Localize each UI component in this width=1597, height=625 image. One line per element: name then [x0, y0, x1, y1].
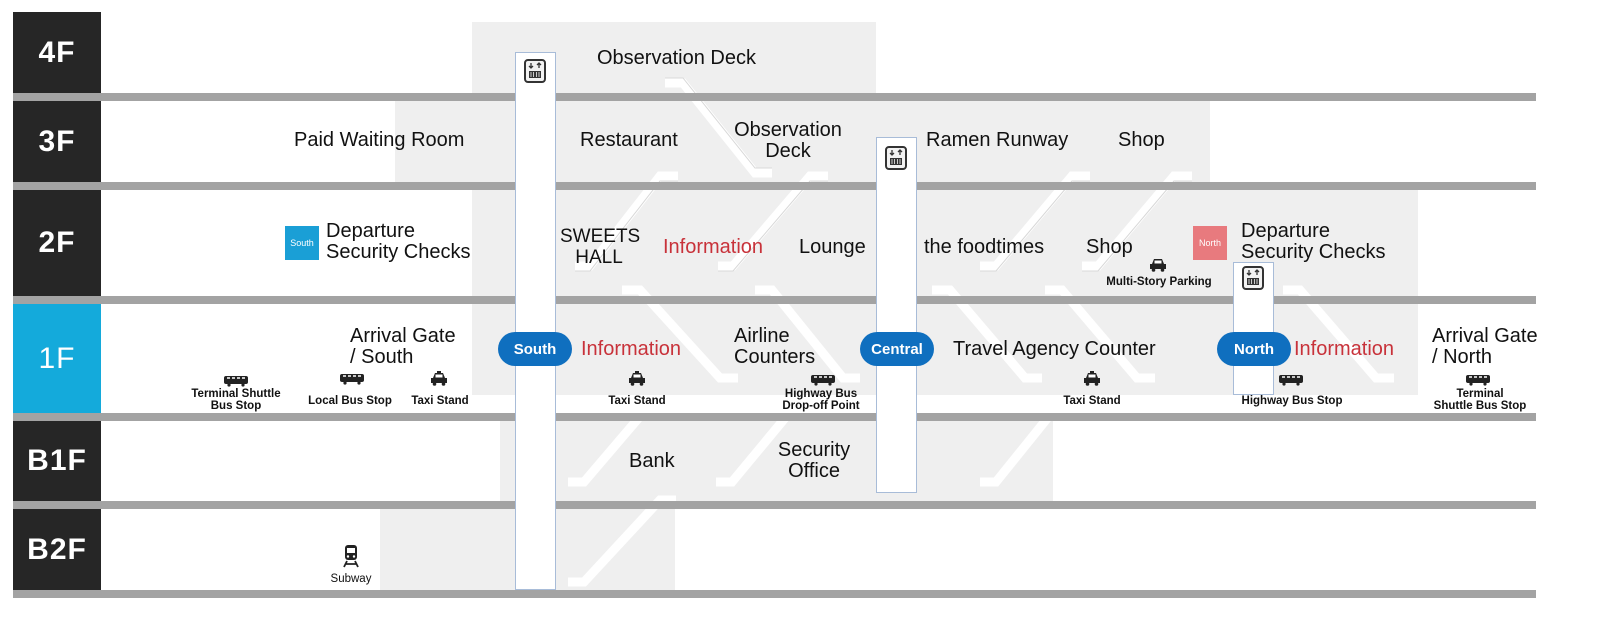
floor-label-b2f[interactable]: B2F: [13, 509, 101, 590]
elevator-shaft-central: [876, 137, 917, 493]
terminal-shuttle-north-line1: Terminal: [1456, 388, 1504, 400]
floor-label-3f[interactable]: 3F: [13, 101, 101, 182]
bus-icon: [1279, 375, 1303, 386]
elevator-icon[interactable]: [524, 59, 546, 83]
south-security-line2: Security Checks: [326, 241, 471, 263]
terminal-shuttle-bus-stop-south[interactable]: Terminal Shuttle Bus Stop: [180, 388, 292, 412]
terminal-shuttle-south-line2: Bus Stop: [210, 400, 262, 412]
highway-bus-stop[interactable]: Highway Bus Stop: [1241, 395, 1343, 407]
bus-icon: [811, 375, 835, 386]
paid-waiting-room[interactable]: Paid Waiting Room: [294, 129, 465, 151]
escalator-2f-1f-c: [932, 285, 1042, 383]
bus-icon: [340, 374, 364, 385]
north-departure-security[interactable]: Departure Security Checks: [1241, 221, 1386, 263]
arrival-south-line2: / South: [350, 346, 414, 368]
floor-label-b1f[interactable]: B1F: [13, 421, 101, 501]
observation-deck-3f-line2: Deck: [765, 140, 811, 162]
escalator-4f-3f: [665, 78, 772, 178]
terminal-shuttle-north-line2: Shuttle Bus Stop: [1433, 400, 1527, 412]
taxi-icon: [629, 371, 645, 386]
observation-deck-3f[interactable]: Observation Deck: [718, 120, 858, 162]
arrival-north-line1: Arrival Gate: [1432, 325, 1538, 347]
escalator-1f-b1f-a: [568, 395, 670, 487]
north-badge: North: [1193, 226, 1227, 260]
taxi-icon: [431, 371, 447, 386]
information-2f[interactable]: Information: [663, 236, 764, 258]
north-security-line2: Security Checks: [1241, 241, 1386, 263]
security-office-line2: Office: [788, 460, 840, 482]
escalator-1f-b1f-c: [980, 395, 1078, 487]
floor-separator: [13, 182, 1536, 190]
car-icon: [1150, 259, 1166, 272]
airline-line2: Counters: [734, 346, 816, 368]
subway[interactable]: Subway: [330, 573, 372, 585]
taxi-stand-central[interactable]: Taxi Stand: [1063, 395, 1121, 407]
floor-label-2f[interactable]: 2F: [13, 190, 101, 296]
security-office[interactable]: Security Office: [764, 440, 864, 482]
lounge[interactable]: Lounge: [799, 236, 866, 258]
ramen-runway[interactable]: Ramen Runway: [926, 129, 1069, 151]
highway-bus-dropoff[interactable]: Highway Bus Drop-off Point: [770, 388, 872, 412]
floor-separator: [13, 590, 1536, 598]
airline-line1: Airline: [734, 325, 790, 347]
information-north[interactable]: Information: [1294, 338, 1395, 360]
observation-deck-4f[interactable]: Observation Deck: [597, 47, 756, 69]
restaurant[interactable]: Restaurant: [580, 129, 678, 151]
travel-agency-counter[interactable]: Travel Agency Counter: [953, 338, 1156, 360]
escalator-3f-2f-d: [1082, 171, 1192, 271]
bank[interactable]: Bank: [629, 450, 675, 472]
north-security-line1: Departure: [1241, 220, 1330, 242]
subway-train-icon: [343, 545, 359, 568]
terminal-shuttle-bus-stop-north[interactable]: Terminal Shuttle Bus Stop: [1424, 388, 1536, 412]
elevator-icon[interactable]: [885, 146, 907, 170]
central-wing-pill[interactable]: Central: [860, 332, 934, 366]
floor-label-1f[interactable]: 1F: [13, 304, 101, 413]
taxi-icon: [1084, 371, 1100, 386]
observation-deck-3f-line1: Observation: [734, 119, 842, 141]
security-office-line1: Security: [777, 439, 851, 461]
highway-dropoff-line2: Drop-off Point: [782, 400, 860, 412]
arrival-south-line1: Arrival Gate: [350, 325, 456, 347]
floor-separator: [13, 93, 1536, 101]
escalator-2f-1f-d: [1045, 285, 1155, 383]
airline-counters[interactable]: Airline Counters: [734, 326, 815, 368]
information-south[interactable]: Information: [581, 338, 682, 360]
terminal-shuttle-south-line1: Terminal Shuttle: [191, 388, 281, 400]
local-bus-stop[interactable]: Local Bus Stop: [308, 395, 392, 407]
south-security-line1: Departure: [326, 220, 415, 242]
escalator-b1f-b2f: [568, 495, 676, 587]
sweets-hall-line1: SWEETS: [560, 226, 641, 247]
bus-icon: [1466, 375, 1490, 386]
shop-3f[interactable]: Shop: [1118, 129, 1165, 151]
south-badge: South: [285, 226, 319, 260]
floor-label-4f[interactable]: 4F: [13, 12, 101, 93]
highway-dropoff-line1: Highway Bus: [784, 388, 858, 400]
arrival-gate-north[interactable]: Arrival Gate / North: [1432, 326, 1538, 368]
taxi-stand-south[interactable]: Taxi Stand: [411, 395, 469, 407]
north-wing-pill[interactable]: North: [1217, 332, 1291, 366]
floor-separator: [13, 501, 1536, 509]
elevator-shaft-south: [515, 52, 556, 590]
arrival-north-line2: / North: [1432, 346, 1493, 368]
floor-separator: [13, 296, 1536, 304]
escalator-2f-1f-e: [1283, 285, 1394, 383]
floor-separator: [13, 413, 1536, 421]
escalator-2f-1f-a: [622, 285, 738, 383]
escalator-2f-1f-b: [755, 285, 860, 383]
escalator-3f-2f-a: [575, 171, 678, 271]
arrival-gate-south[interactable]: Arrival Gate / South: [350, 326, 456, 368]
shop-2f[interactable]: Shop: [1086, 236, 1133, 258]
taxi-stand-mid[interactable]: Taxi Stand: [608, 395, 666, 407]
escalator-1f-b1f-b: [716, 395, 816, 487]
sweets-hall-line2: HALL: [575, 247, 623, 268]
escalator-3f-2f-c: [980, 171, 1090, 271]
elevator-icon[interactable]: [1242, 266, 1264, 290]
the-foodtimes[interactable]: the foodtimes: [924, 236, 1045, 258]
south-departure-security[interactable]: Departure Security Checks: [326, 221, 471, 263]
sweets-hall[interactable]: SWEETS HALL: [560, 226, 641, 268]
south-wing-pill[interactable]: South: [498, 332, 572, 366]
bus-icon: [224, 376, 248, 387]
multi-story-parking[interactable]: Multi-Story Parking: [1106, 276, 1212, 288]
escalator-3f-2f-b: [718, 171, 828, 271]
